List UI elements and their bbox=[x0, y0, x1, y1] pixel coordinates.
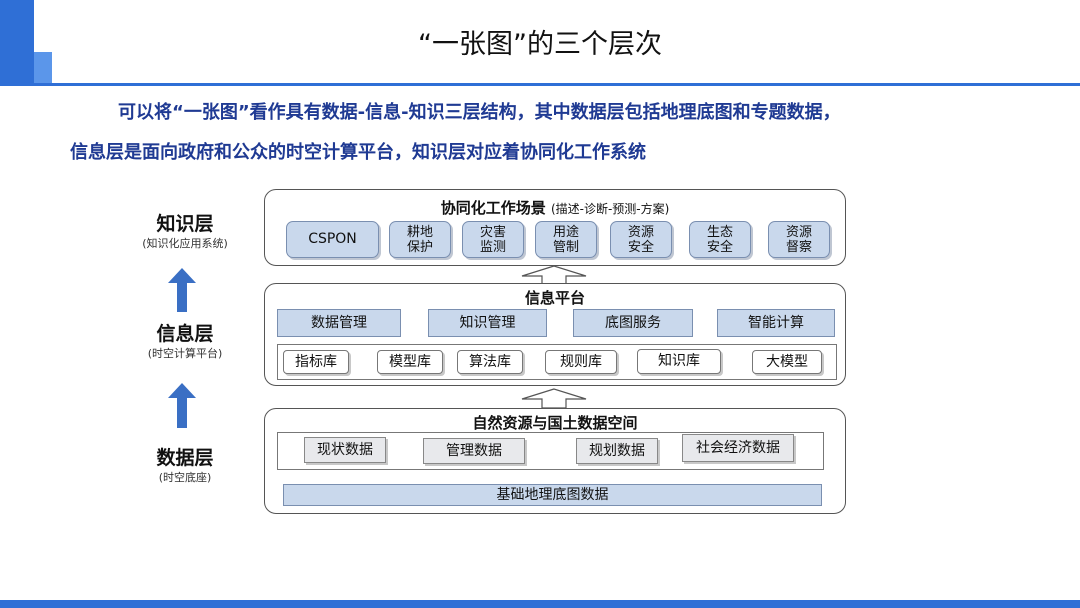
thematic-data-chip: 规划数据 bbox=[576, 438, 658, 464]
library-chip: 大模型 bbox=[752, 350, 822, 374]
accent-bar bbox=[0, 0, 34, 85]
side-label-data: 数据层 (时空底座) bbox=[120, 446, 250, 486]
thematic-data-chip: 管理数据 bbox=[423, 438, 525, 464]
library-chip: 模型库 bbox=[377, 350, 443, 374]
side-label-sub: (时空计算平台) bbox=[147, 347, 223, 360]
service-chip: 知识管理 bbox=[428, 309, 547, 337]
scenario-chip: CSPON bbox=[286, 221, 379, 258]
information-layer-title: 信息平台 bbox=[524, 289, 585, 307]
accent-bar-secondary bbox=[34, 52, 52, 85]
data-layer-title: 自然资源与国土数据空间 bbox=[472, 414, 638, 432]
side-label-main: 知识层 bbox=[156, 213, 214, 235]
hollow-arrow-up-icon bbox=[521, 388, 587, 409]
side-label-main: 数据层 bbox=[156, 447, 214, 469]
knowledge-layer-title: 协同化工作场景 (描述-诊断-预测-方案) bbox=[265, 197, 845, 218]
side-label-information: 信息层 (时空计算平台) bbox=[120, 322, 250, 362]
arrow-up-icon bbox=[168, 268, 196, 312]
hollow-arrow-up-icon bbox=[521, 265, 587, 285]
library-chip: 知识库 bbox=[637, 349, 721, 374]
side-label-main: 信息层 bbox=[156, 323, 214, 345]
thematic-data-chip: 社会经济数据 bbox=[682, 434, 794, 462]
library-chip: 算法库 bbox=[457, 350, 523, 374]
side-label-sub: (时空底座) bbox=[158, 471, 212, 484]
service-chip: 数据管理 bbox=[277, 309, 401, 337]
service-chip: 底图服务 bbox=[573, 309, 693, 337]
intro-line-2: 信息层是面向政府和公众的时空计算平台，知识层对应着协同化工作系统 bbox=[70, 142, 646, 163]
base-map-data-bar: 基础地理底图数据 bbox=[283, 484, 822, 506]
thematic-data-chip: 现状数据 bbox=[304, 437, 386, 463]
library-chip: 指标库 bbox=[283, 350, 349, 374]
scenario-chip: 资源 督察 bbox=[768, 221, 830, 258]
bottom-rule bbox=[0, 600, 1080, 608]
scenario-chip: 生态 安全 bbox=[689, 221, 751, 258]
knowledge-layer-title-text: 协同化工作场景 bbox=[440, 199, 546, 217]
arrow-up-icon bbox=[168, 383, 196, 428]
intro-line-1: 可以将“一张图”看作具有数据-信息-知识三层结构，其中数据层包括地理底图和专题数… bbox=[118, 102, 841, 123]
knowledge-layer-title-paren: (描述-诊断-预测-方案) bbox=[550, 202, 670, 216]
slide-title: “一张图”的三个层次 bbox=[418, 29, 662, 60]
side-label-knowledge: 知识层 (知识化应用系统) bbox=[120, 212, 250, 252]
service-chip: 智能计算 bbox=[717, 309, 835, 337]
scenario-chip: 用途 管制 bbox=[535, 221, 597, 258]
scenario-chip: 灾害 监测 bbox=[462, 221, 524, 258]
scenario-chip: 资源 安全 bbox=[610, 221, 672, 258]
side-label-sub: (知识化应用系统) bbox=[142, 237, 228, 250]
library-chip: 规则库 bbox=[545, 350, 617, 374]
title-rule bbox=[0, 83, 1080, 86]
scenario-chip: 耕地 保护 bbox=[389, 221, 451, 258]
